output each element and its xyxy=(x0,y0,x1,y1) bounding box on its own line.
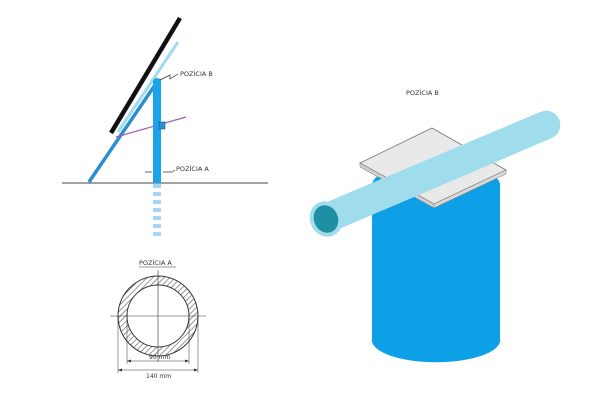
panel-frame xyxy=(116,41,180,133)
pipe-open-end xyxy=(309,201,343,237)
pipe-body xyxy=(320,110,561,232)
leader-b xyxy=(159,73,179,81)
cylinder-bottom xyxy=(371,317,501,363)
leader-a xyxy=(145,169,176,173)
clamp-block xyxy=(158,121,166,130)
pipe-far-end xyxy=(535,111,557,139)
cylinder-body xyxy=(372,185,500,362)
post-below-ground xyxy=(153,184,161,239)
dim-arrow-inner-l xyxy=(127,359,131,363)
dim-arrow-outer-r xyxy=(194,368,198,372)
label-pozicia-a-section: POZÍCIA A xyxy=(139,258,172,267)
dim-outer-text: 140 mm xyxy=(146,373,171,380)
dim-arrow-outer-l xyxy=(118,368,122,372)
dim-arrow-inner-r xyxy=(185,359,189,363)
detail-view: POZÍCIA B xyxy=(309,88,561,363)
post-cap xyxy=(153,78,161,84)
label-pozicia-b-side: POZÍCIA B xyxy=(180,69,213,78)
side-view: POZÍCIA B POZÍCIA A xyxy=(62,16,268,239)
diagonal-brace xyxy=(87,84,157,183)
base-plate-edge-right xyxy=(433,169,507,209)
label-pozicia-b-detail: POZÍCIA B xyxy=(406,88,439,97)
bracket xyxy=(115,116,187,138)
vertical-post xyxy=(153,81,161,183)
dim-inner-text: 90 mm xyxy=(149,354,170,361)
solar-panel xyxy=(109,16,182,135)
label-pozicia-a-side: POZÍCIA A xyxy=(176,164,209,173)
cross-section: POZÍCIA A 90 mm 140 mm xyxy=(110,258,206,380)
